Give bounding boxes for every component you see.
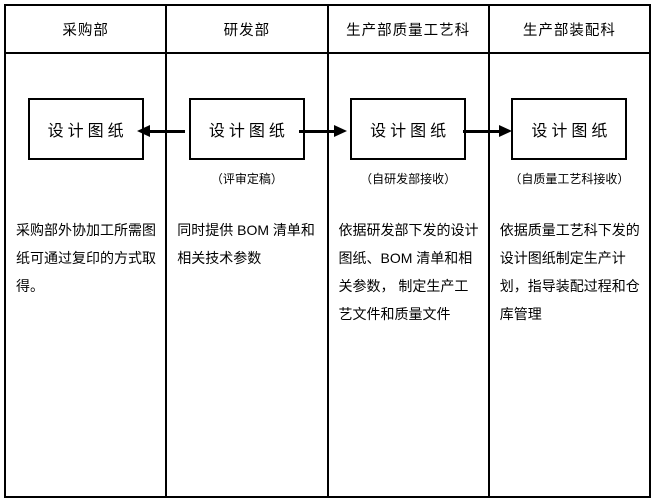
lane-quality-process: 设计图纸 （自研发部接收） 依据研发部下发的设计图纸、BOM 清单和相关参数， … — [329, 54, 490, 496]
design-drawing-box-rnd: 设计图纸 — [188, 98, 305, 160]
lane-header-assembly: 生产部装配科 — [522, 22, 616, 39]
lane-header-quality-process: 生产部质量工艺科 — [329, 6, 490, 52]
description-assembly: 依据质量工艺科下发的设计图纸制定生产计划，指导装配过程和仓库管理 — [499, 222, 640, 322]
design-drawing-box-assembly: 设计图纸 — [511, 98, 628, 160]
lane-header-rnd: 研发部 — [167, 6, 329, 52]
arrowhead-rnd-to-purchasing-icon — [137, 125, 150, 137]
lane-header-purchasing: 采购部 — [6, 6, 168, 52]
lane-purchasing: 设计图纸 采购部外协加工所需图纸可通过复印的方式取得。 — [6, 54, 168, 496]
arrow-rnd-to-quality — [299, 130, 335, 133]
caption-rnd: （评审定稿） — [210, 172, 283, 186]
caption-quality-process: （自研发部接收） — [360, 172, 457, 186]
arrow-rnd-to-purchasing — [149, 130, 185, 133]
design-drawing-box-quality-process: 设计图纸 — [350, 98, 467, 160]
arrowhead-rnd-to-quality-icon — [334, 125, 347, 137]
lane-body-row: 设计图纸 采购部外协加工所需图纸可通过复印的方式取得。 设计图纸 （评审定稿） … — [6, 54, 649, 496]
description-rnd: 同时提供 BOM 清单和相关技术参数 — [177, 222, 315, 266]
arrow-quality-to-assembly — [463, 130, 500, 133]
lane-rnd: 设计图纸 （评审定稿） 同时提供 BOM 清单和相关技术参数 — [167, 54, 329, 496]
caption-assembly: （自质量工艺科接收） — [509, 172, 630, 186]
lane-assembly: 设计图纸 （自质量工艺科接收） 依据质量工艺科下发的设计图纸制定生产计划，指导装… — [490, 54, 649, 496]
description-quality-process: 依据研发部下发的设计图纸、BOM 清单和相关参数， 制定生产工艺文件和质量文件 — [338, 222, 479, 322]
flowchart-frame: 采购部 研发部 生产部质量工艺科 生产部装配科 设计图纸 采购部外协加工所需图纸… — [4, 4, 651, 498]
description-purchasing: 采购部外协加工所需图纸可通过复印的方式取得。 — [16, 222, 156, 294]
lane-header-row: 采购部 研发部 生产部质量工艺科 生产部装配科 — [6, 6, 649, 54]
design-drawing-box-purchasing: 设计图纸 — [27, 98, 144, 160]
arrowhead-quality-to-assembly-icon — [499, 125, 512, 137]
